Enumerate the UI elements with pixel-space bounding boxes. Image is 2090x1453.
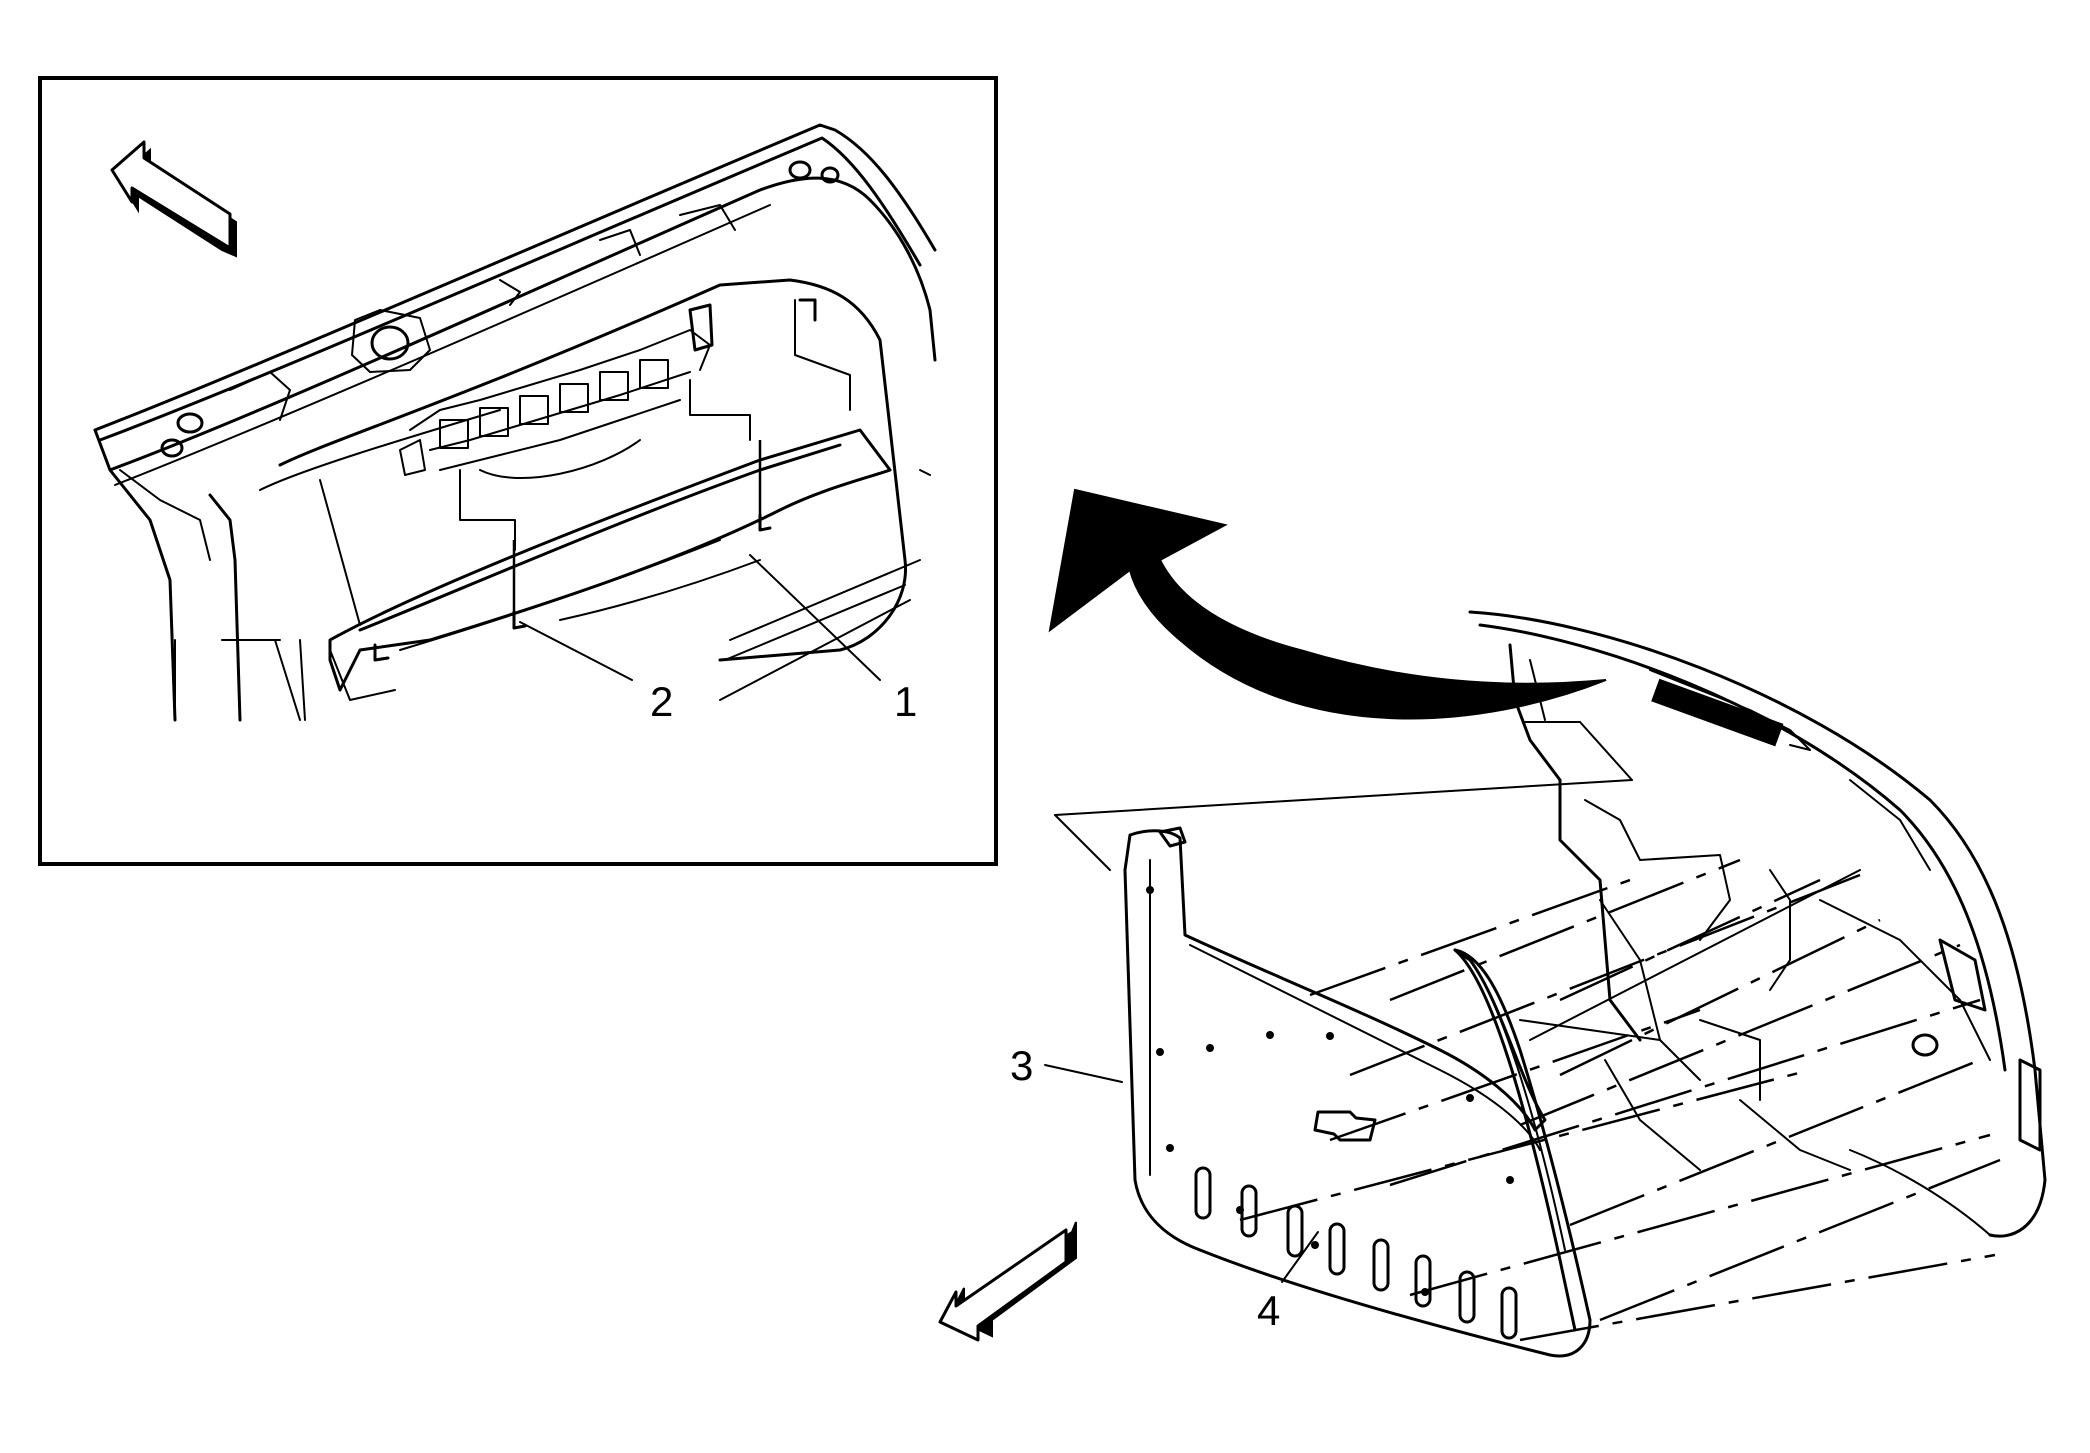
inset-latch-mechanism: [399, 298, 817, 480]
callout-1: 1: [894, 678, 917, 725]
upper-trim-reference-lines: [1054, 721, 1633, 871]
callout-4-leader: [1281, 1231, 1319, 1283]
front-direction-arrow-icon: [938, 1221, 1077, 1342]
inset-upper-trim-panel: [328, 428, 892, 701]
inset-leader-lines: [319, 299, 881, 681]
tailgate-trim-panel: [1123, 826, 1592, 1358]
inset-detail-view: 2 1: [38, 76, 998, 866]
callout-4: 4: [1257, 1287, 1280, 1334]
front-direction-arrow-icon: [110, 140, 237, 258]
inset-tailgate-top-rail: [93, 123, 937, 722]
callout-2: 2: [650, 678, 673, 725]
curved-view-transition-arrow-icon: [1048, 488, 1607, 720]
callout-3-leader: [1044, 1064, 1123, 1083]
main-tailgate-view: 3 4: [938, 610, 2047, 1358]
bowtie-emblem-icon: [1313, 1110, 1377, 1142]
inset-tailgate-inner-opening: [174, 278, 931, 722]
callout-3: 3: [1010, 1042, 1033, 1089]
assembly-alignment-lines: [1239, 858, 2001, 1342]
trim-panel-fasteners: [1146, 886, 1514, 1296]
